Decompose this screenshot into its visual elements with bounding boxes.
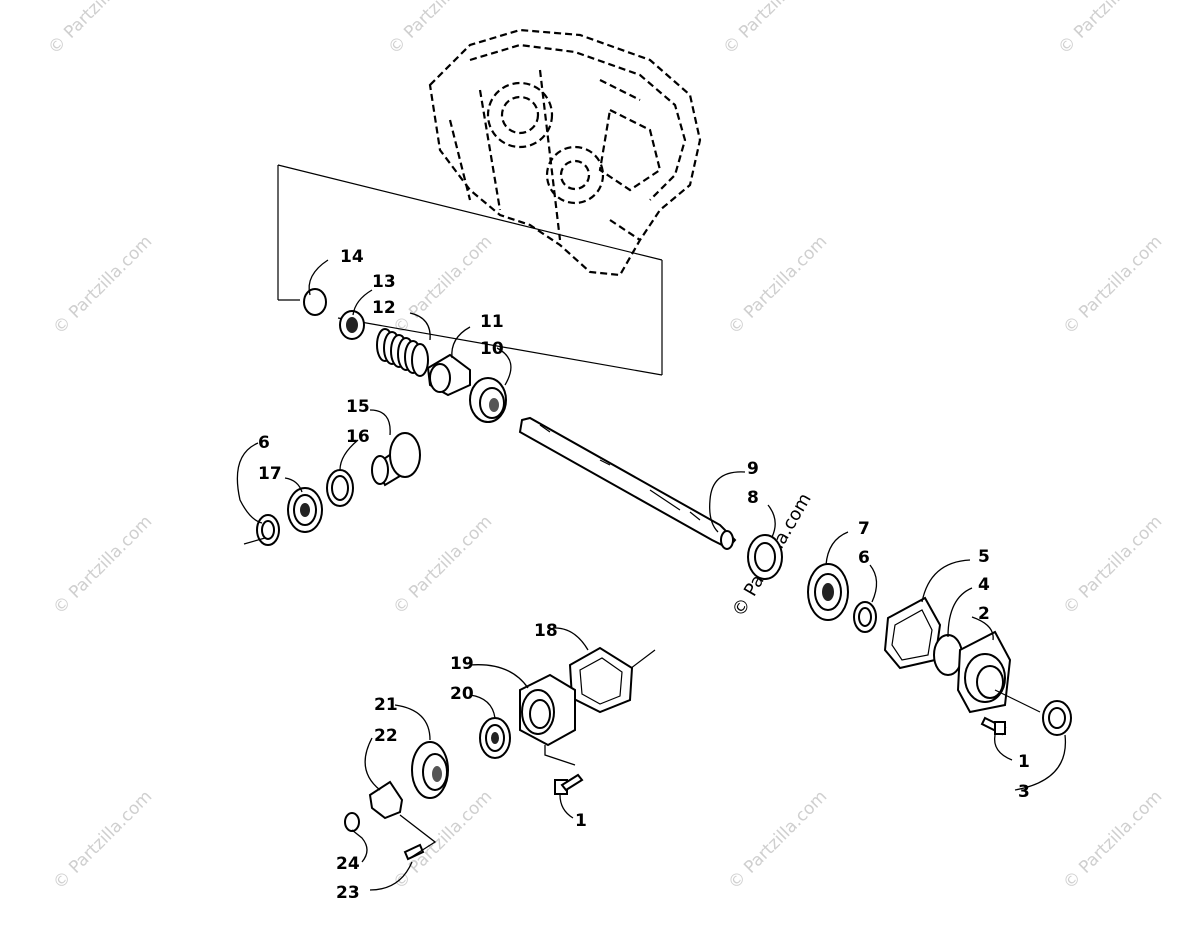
watermark: © Partzilla.com: [1059, 787, 1166, 894]
bearing: [479, 717, 511, 759]
callout-6: 6: [858, 548, 870, 568]
callout-7: 7: [858, 519, 870, 539]
watermark: © Partzilla.com: [384, 0, 491, 59]
callout-23: 23: [336, 883, 360, 903]
callout-9: 9: [747, 459, 759, 479]
gasket: [568, 646, 634, 714]
callout-15: 15: [346, 397, 370, 417]
screw: [403, 843, 425, 861]
callout-4: 4: [978, 575, 990, 595]
watermark: © Partzilla.com: [724, 232, 831, 339]
callout-6: 6: [258, 433, 270, 453]
snap-ring: [344, 812, 360, 832]
main-shaft: [518, 416, 737, 550]
spring: [376, 328, 429, 377]
bearing-housing: [519, 673, 576, 747]
crankcase-outline: [428, 28, 702, 277]
watermark: © Partzilla.com: [1059, 512, 1166, 619]
seal: [256, 514, 280, 546]
watermark: © Partzilla.com: [49, 787, 156, 894]
leader-lines: [236, 259, 1067, 891]
watermark: © Partzilla.com: [49, 232, 156, 339]
lock-plate: [368, 780, 404, 820]
callout-12: 12: [372, 298, 396, 318]
callout-18: 18: [534, 621, 558, 641]
upper-shaft-parts: [303, 288, 507, 423]
assembly-plane: [277, 164, 663, 376]
callout-14: 14: [340, 247, 364, 267]
ring-gear: [747, 534, 783, 580]
bolt: [554, 773, 584, 795]
seal: [853, 601, 877, 633]
callout-17: 17: [258, 464, 282, 484]
watermark-layer: © Partzilla.com © Partzilla.com © Partzi…: [44, 0, 1166, 894]
watermark: © Partzilla.com: [724, 787, 831, 894]
snap-ring: [303, 288, 327, 316]
watermark: © Partzilla.com: [44, 0, 151, 59]
bearing: [807, 563, 849, 621]
callout-11: 11: [480, 312, 504, 332]
callout-22: 22: [374, 726, 398, 746]
driven-gear: [411, 741, 449, 799]
lower-shaft-assembly: [344, 646, 656, 861]
oil-seal: [1042, 700, 1072, 736]
o-ring: [933, 634, 963, 676]
watermark: © Partzilla.com: [389, 787, 496, 894]
sliding-dog: [426, 353, 471, 397]
watermark: © Partzilla.com: [1059, 232, 1166, 339]
callout-21: 21: [374, 695, 398, 715]
output-housing-assembly: [747, 534, 1072, 736]
bearing: [287, 487, 323, 533]
callout-3: 3: [1018, 782, 1030, 802]
watermark: © Partzilla.com: [1054, 0, 1161, 59]
gasket: [883, 596, 942, 670]
callout-1: 1: [575, 811, 587, 831]
callout-10: 10: [480, 339, 504, 359]
callout-5: 5: [978, 547, 990, 567]
callout-20: 20: [450, 684, 474, 704]
callout-8: 8: [747, 488, 759, 508]
bolt: [980, 716, 1007, 736]
drive-gear: [371, 432, 421, 487]
output-housing: [956, 630, 1012, 714]
callout-labels: 14 13 12 11 10 15 16 6 17 9 8 7 6 5 4 2 …: [258, 247, 1030, 903]
callout-2: 2: [978, 604, 990, 624]
callout-24: 24: [336, 854, 360, 874]
callout-19: 19: [450, 654, 474, 674]
callout-16: 16: [346, 427, 370, 447]
callout-13: 13: [372, 272, 396, 292]
oil-seal: [326, 469, 354, 507]
reverse-gear: [469, 377, 507, 423]
callout-1: 1: [1018, 752, 1030, 772]
watermark: © Partzilla.com: [719, 0, 826, 59]
watermark: © Partzilla.com: [49, 512, 156, 619]
drive-gear-assembly: [243, 432, 421, 546]
watermark: © Partzilla.com: [389, 512, 496, 619]
